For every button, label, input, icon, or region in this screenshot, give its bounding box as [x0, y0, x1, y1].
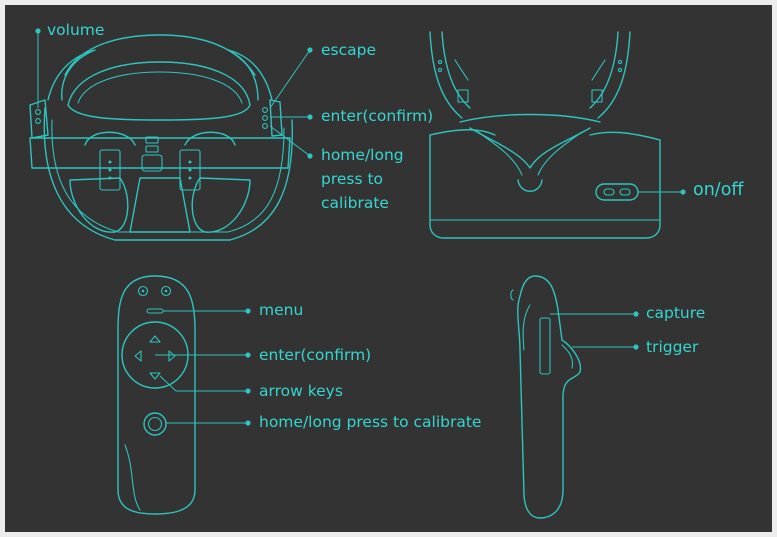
controller-enter-label: enter(confirm): [259, 344, 371, 367]
capture-label: capture: [646, 302, 705, 325]
headset-home-label-line3: calibrate: [321, 192, 389, 215]
arrow-keys-label: arrow keys: [259, 380, 343, 403]
headset-home-label-line1: home/long: [321, 144, 404, 167]
headset-front-view: [30, 35, 292, 240]
escape-label: escape: [321, 39, 376, 62]
headset-side-view: [430, 32, 660, 238]
headset-home-label-line2: press to: [321, 168, 383, 191]
trigger-label: trigger: [646, 336, 698, 359]
headset-enter-label: enter(confirm): [321, 105, 433, 128]
controller-home-label: home/long press to calibrate: [259, 411, 481, 434]
menu-label: menu: [259, 299, 303, 322]
power-label: on/off: [693, 179, 743, 202]
controller-front-view: [118, 276, 195, 514]
controller-side-view: [511, 276, 581, 518]
volume-label: volume: [47, 19, 104, 42]
